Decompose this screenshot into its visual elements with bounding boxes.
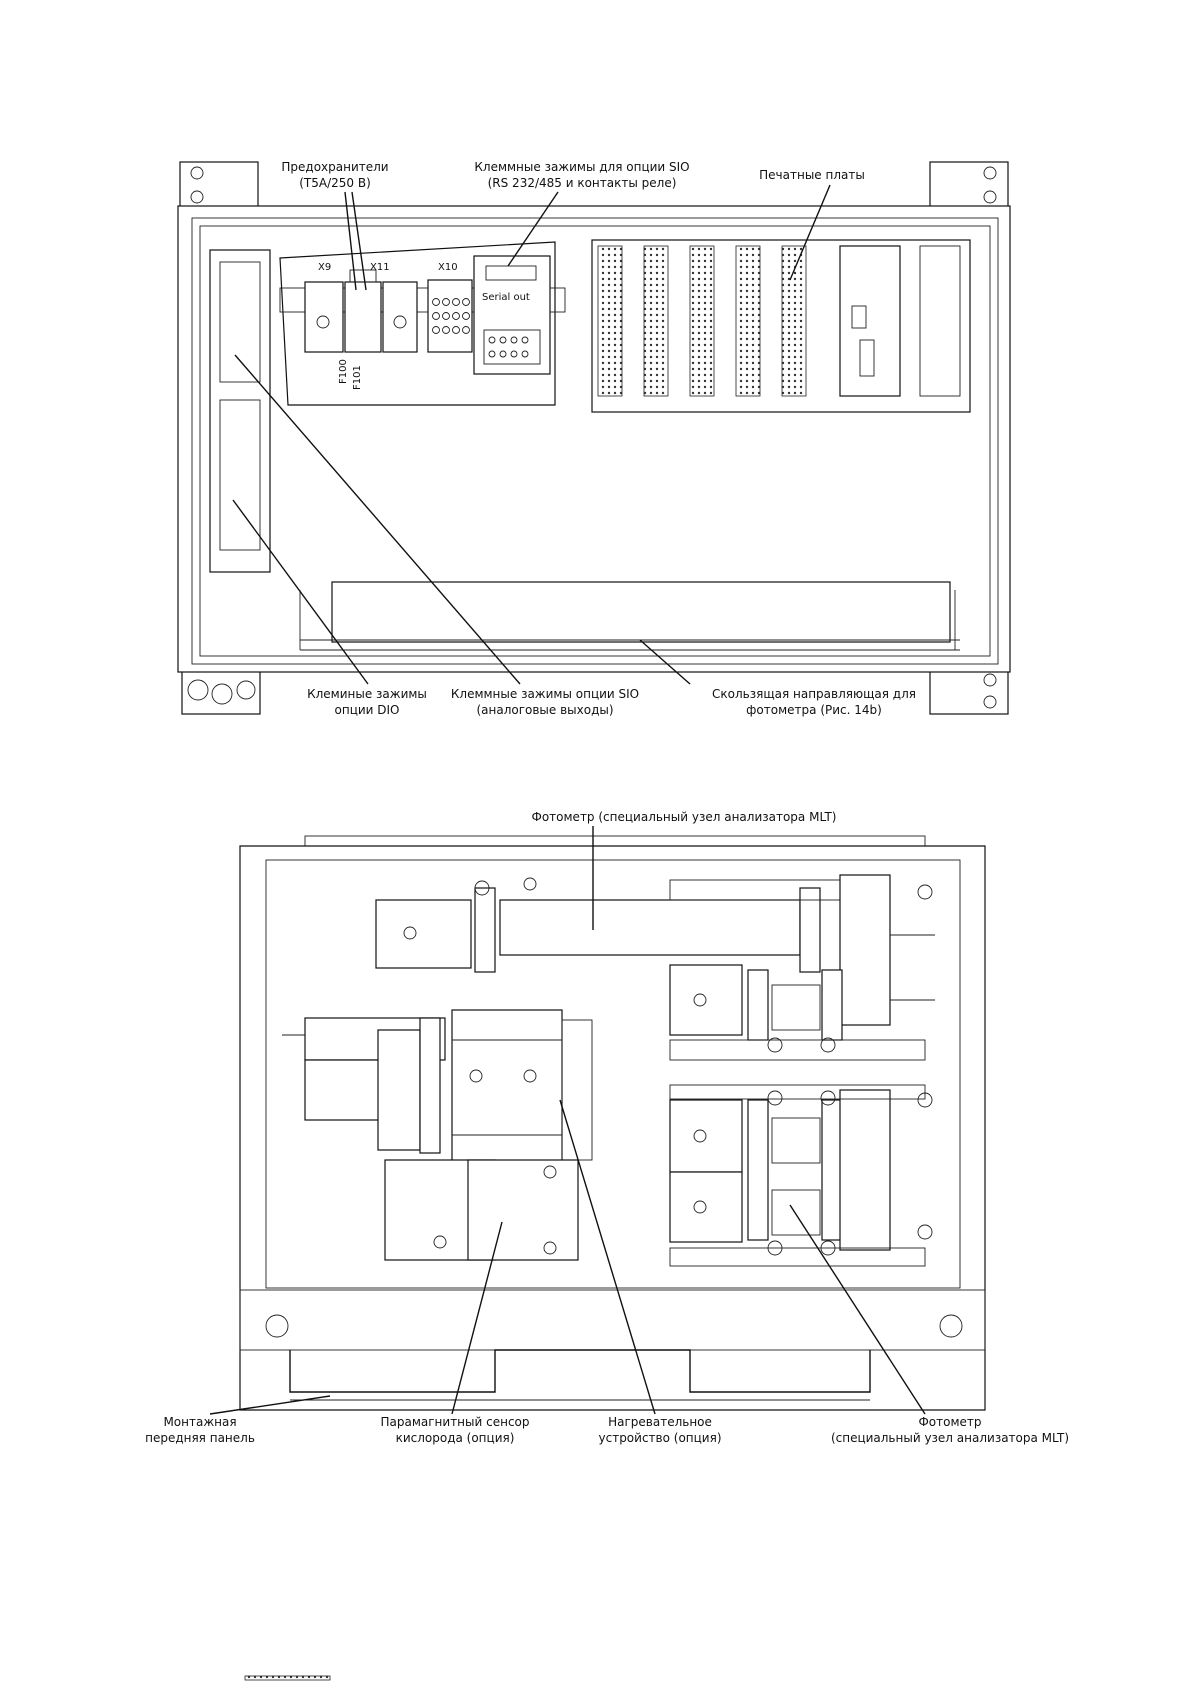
label-dio-line2: опции DIO <box>335 703 400 717</box>
label-photometer-line1: Фотометр <box>918 1415 981 1429</box>
label-fuses-line1: Предохранители <box>281 160 388 174</box>
cable-gland-bottom-left <box>181 667 261 715</box>
pcb-card-4 <box>735 245 761 397</box>
serial-out-module: Serial out <box>473 255 551 375</box>
photometer-right-lower <box>669 1084 933 1267</box>
label-sio-analog-line2: (аналоговые выходы) <box>476 703 613 717</box>
x11-label: X11 <box>370 262 390 273</box>
label-sio-relay-line2: (RS 232/485 и контакты реле) <box>488 176 677 190</box>
terminal-plate: Serial out X9 X11 X10 F100 F101 <box>279 241 566 406</box>
label-front-panel-line2: передняя панель <box>145 1431 255 1445</box>
pcb-rack <box>591 239 971 413</box>
label-photometer-line2: (специальный узел анализатора MLT) <box>831 1431 1069 1445</box>
figure-housing-interior: Serial out X9 X11 X10 F100 F101 <box>177 160 1011 717</box>
label-slide-line1: Скользящая направляющая для <box>712 687 916 701</box>
label-dio-line1: Клеминые зажимы <box>307 687 427 701</box>
photometer-upper <box>375 874 935 1026</box>
pcb-card-2 <box>643 245 669 397</box>
f100-label: F100 <box>338 359 349 384</box>
x10-label: X10 <box>438 262 458 273</box>
oxygen-sensor <box>384 1159 579 1261</box>
figure-mounting-panel: Фотометр (специальный узел анализатора M… <box>145 810 1069 1445</box>
heater-assembly <box>282 1009 593 1176</box>
photometer-slide-guide <box>299 581 960 651</box>
label-sio-analog-line1: Клеммные зажимы опции SIO <box>451 687 639 701</box>
leader-lines-fig2 <box>209 826 926 1415</box>
mounting-plate <box>239 845 986 1411</box>
enclosure-frame <box>199 225 991 657</box>
label-pcb: Печатные платы <box>759 168 865 182</box>
mounting-bracket-top-right <box>929 161 1009 209</box>
mounting-bracket-bottom-right <box>929 667 1009 715</box>
terminal-block-x9 <box>304 269 418 353</box>
label-o2-sensor-line2: кислорода (опция) <box>396 1431 515 1445</box>
label-o2-sensor-line1: Парамагнитный сенсор <box>380 1415 529 1429</box>
label-heater-line2: устройство (опция) <box>599 1431 722 1445</box>
pcb-card-5 <box>781 245 807 397</box>
label-sio-relay-line1: Клеммные зажимы для опции SIO <box>474 160 689 174</box>
label-front-panel-line1: Монтажная <box>163 1415 236 1429</box>
scan-footer-mark <box>244 1675 331 1681</box>
leader-lines-fig1 <box>232 184 831 685</box>
f101-label: F101 <box>352 365 363 390</box>
label-slide-line2: фотометра (Рис. 14b) <box>746 703 882 717</box>
photometer-right-upper <box>669 964 926 1061</box>
front-panel-lower <box>239 1289 986 1401</box>
enclosure-inner <box>191 217 999 665</box>
label-fuses-line2: (T5A/250 B) <box>299 176 371 190</box>
mounting-bracket-top-left <box>179 161 259 209</box>
label-heater-line1: Нагревательное <box>608 1415 712 1429</box>
serial-out-label: Serial out <box>482 292 530 303</box>
label-photometer-top: Фотометр (специальный узел анализатора M… <box>532 810 837 824</box>
pcb-card-3 <box>689 245 715 397</box>
pcb-card-power <box>839 245 901 397</box>
pcb-card-1 <box>597 245 623 397</box>
terminal-block-x10 <box>427 279 473 353</box>
x9-label: X9 <box>318 262 331 273</box>
transformer-block <box>209 249 271 573</box>
mounting-plate-inner <box>265 859 961 1289</box>
